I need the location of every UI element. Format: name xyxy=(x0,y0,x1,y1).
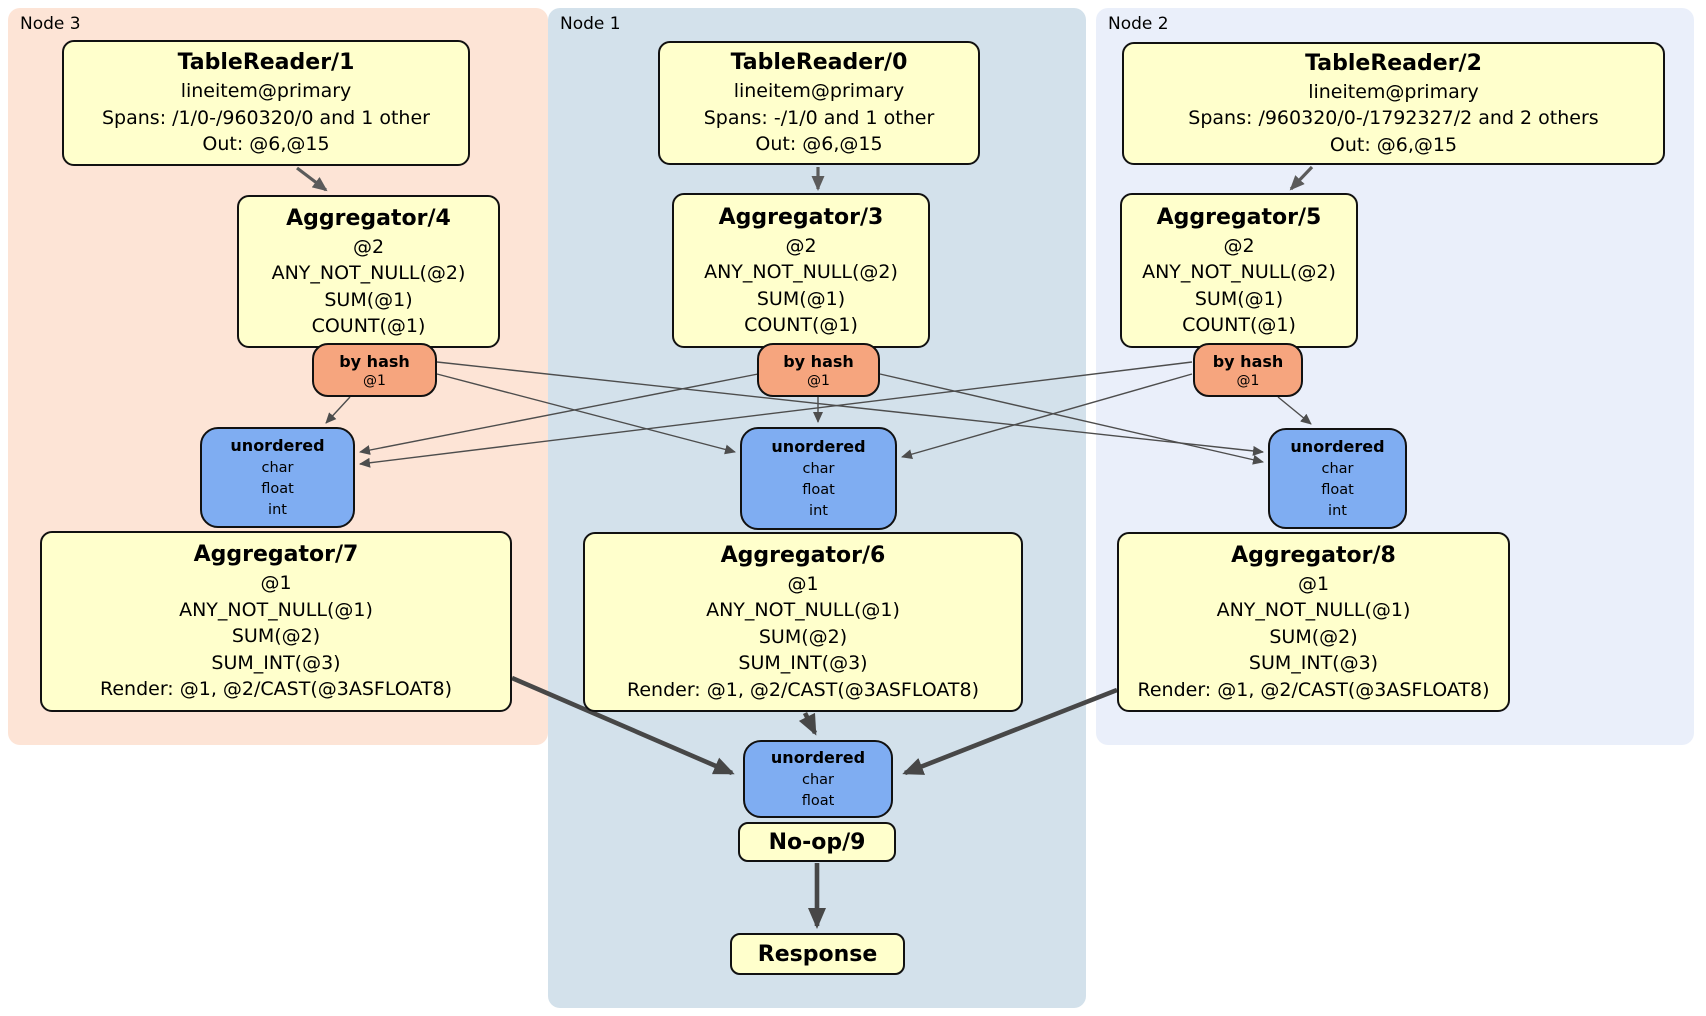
noop-title: No-op/9 xyxy=(768,829,866,855)
tablereader-2-spans: Spans: /960320/0-/1792327/2 and 2 others xyxy=(1188,107,1599,130)
hash-router-mid-label: by hash xyxy=(783,351,854,371)
tablereader-2-box: TableReader/2 lineitem@primary Spans: /9… xyxy=(1122,42,1665,165)
sync-type: int xyxy=(809,503,828,519)
aggregator-8-title: Aggregator/8 xyxy=(1231,542,1396,568)
aggregator-6-render: Render: @1, @2/CAST(@3ASFLOAT8) xyxy=(627,678,979,701)
aggregator-4-box: Aggregator/4 @2 ANY_NOT_NULL(@2) SUM(@1)… xyxy=(237,195,500,348)
aggregator-4-group: @2 xyxy=(352,235,385,258)
hash-router-right: by hash @1 xyxy=(1193,343,1303,397)
aggregator-6-group: @1 xyxy=(787,572,819,595)
hash-router-left-label: by hash xyxy=(339,351,410,371)
tablereader-2-title: TableReader/2 xyxy=(1305,50,1482,76)
unordered-sync-final-label: unordered xyxy=(770,748,866,767)
aggregator-8-render: Render: @1, @2/CAST(@3ASFLOAT8) xyxy=(1137,678,1490,701)
unordered-sync-right-label: unordered xyxy=(1290,437,1385,456)
aggregator-4-fn1: ANY_NOT_NULL(@2) xyxy=(271,262,466,284)
sync-type: int xyxy=(1328,503,1347,519)
unordered-sync-left-label: unordered xyxy=(230,436,325,455)
aggregator-3-box: Aggregator/3 @2 ANY_NOT_NULL(@2) SUM(@1)… xyxy=(672,193,930,348)
aggregator-5-box: Aggregator/5 @2 ANY_NOT_NULL(@2) SUM(@1)… xyxy=(1120,193,1358,348)
aggregator-6-fn2: SUM(@2) xyxy=(758,625,848,648)
tablereader-1-index: lineitem@primary xyxy=(180,80,352,103)
hash-router-left-key: @1 xyxy=(363,372,386,389)
tablereader-0-title: TableReader/0 xyxy=(730,50,908,76)
tablereader-1-out: Out: @6,@15 xyxy=(202,133,330,156)
sync-type: int xyxy=(268,502,287,518)
tablereader-0-box: TableReader/0 lineitem@primary Spans: -/… xyxy=(658,41,980,165)
unordered-sync-final: unordered char float xyxy=(743,740,893,818)
aggregator-3-fn3: COUNT(@1) xyxy=(744,314,858,336)
response-title: Response xyxy=(757,941,878,967)
aggregator-6-title: Aggregator/6 xyxy=(720,542,886,568)
response-box: Response xyxy=(730,933,905,975)
aggregator-5-title: Aggregator/5 xyxy=(1156,204,1322,230)
sync-type: char xyxy=(261,460,294,476)
tablereader-0-index: lineitem@primary xyxy=(733,80,905,103)
aggregator-7-fn2: SUM(@2) xyxy=(231,625,321,648)
sync-type: float xyxy=(801,793,835,809)
aggregator-8-fn2: SUM(@2) xyxy=(1269,625,1358,648)
sync-type: float xyxy=(802,482,835,498)
sync-type: char xyxy=(1321,461,1354,477)
unordered-sync-left: unordered char float int xyxy=(200,427,355,528)
sync-type: char xyxy=(801,772,834,788)
node1-label: Node 1 xyxy=(560,14,621,34)
aggregator-7-group: @1 xyxy=(260,572,292,595)
aggregator-7-fn3: SUM_INT(@3) xyxy=(211,651,341,674)
hash-router-left: by hash @1 xyxy=(312,343,437,397)
aggregator-3-title: Aggregator/3 xyxy=(718,204,884,230)
aggregator-5-fn1: ANY_NOT_NULL(@2) xyxy=(1142,261,1336,283)
sync-type: char xyxy=(802,461,835,477)
tablereader-1-box: TableReader/1 lineitem@primary Spans: /1… xyxy=(62,40,470,166)
sync-type: float xyxy=(261,481,294,497)
aggregator-5-fn2: SUM(@1) xyxy=(1194,287,1284,310)
unordered-sync-mid: unordered char float int xyxy=(740,427,897,530)
tablereader-0-out: Out: @6,@15 xyxy=(755,133,883,156)
node3-label: Node 3 xyxy=(20,14,81,34)
hash-router-mid: by hash @1 xyxy=(757,343,880,397)
aggregator-6-fn3: SUM_INT(@3) xyxy=(738,652,868,675)
node2-label: Node 2 xyxy=(1108,14,1169,34)
noop-box: No-op/9 xyxy=(738,822,896,862)
sync-type: float xyxy=(1321,482,1354,498)
aggregator-3-group: @2 xyxy=(785,234,817,257)
aggregator-3-fn1: ANY_NOT_NULL(@2) xyxy=(704,261,898,283)
aggregator-4-fn2: SUM(@1) xyxy=(324,288,413,311)
hash-router-right-label: by hash xyxy=(1212,351,1284,371)
tablereader-1-title: TableReader/1 xyxy=(177,50,355,76)
tablereader-1-spans: Spans: /1/0-/960320/0 and 1 other xyxy=(102,106,430,129)
tablereader-2-index: lineitem@primary xyxy=(1308,80,1479,103)
aggregator-6-box: Aggregator/6 @1 ANY_NOT_NULL(@1) SUM(@2)… xyxy=(583,532,1023,712)
aggregator-8-box: Aggregator/8 @1 ANY_NOT_NULL(@1) SUM(@2)… xyxy=(1117,532,1510,712)
aggregator-8-group: @1 xyxy=(1297,572,1330,595)
aggregator-3-fn2: SUM(@1) xyxy=(756,287,846,310)
hash-router-right-key: @1 xyxy=(1236,372,1260,389)
aggregator-7-fn1: ANY_NOT_NULL(@1) xyxy=(179,598,373,621)
unordered-sync-right: unordered char float int xyxy=(1268,428,1407,529)
aggregator-8-fn1: ANY_NOT_NULL(@1) xyxy=(1216,599,1411,622)
aggregator-7-title: Aggregator/7 xyxy=(193,542,359,568)
aggregator-5-fn3: COUNT(@1) xyxy=(1182,314,1296,336)
aggregator-4-title: Aggregator/4 xyxy=(286,205,451,231)
tablereader-0-spans: Spans: -/1/0 and 1 other xyxy=(703,106,935,129)
aggregator-8-fn3: SUM_INT(@3) xyxy=(1248,652,1379,675)
unordered-sync-mid-label: unordered xyxy=(771,437,866,456)
aggregator-7-box: Aggregator/7 @1 ANY_NOT_NULL(@1) SUM(@2)… xyxy=(40,531,512,712)
aggregator-7-render: Render: @1, @2/CAST(@3ASFLOAT8) xyxy=(100,678,452,701)
aggregator-5-group: @2 xyxy=(1223,234,1255,257)
aggregator-6-fn1: ANY_NOT_NULL(@1) xyxy=(706,599,900,622)
tablereader-2-out: Out: @6,@15 xyxy=(1329,133,1458,156)
aggregator-4-fn3: COUNT(@1) xyxy=(311,315,426,337)
hash-router-mid-key: @1 xyxy=(807,372,830,389)
